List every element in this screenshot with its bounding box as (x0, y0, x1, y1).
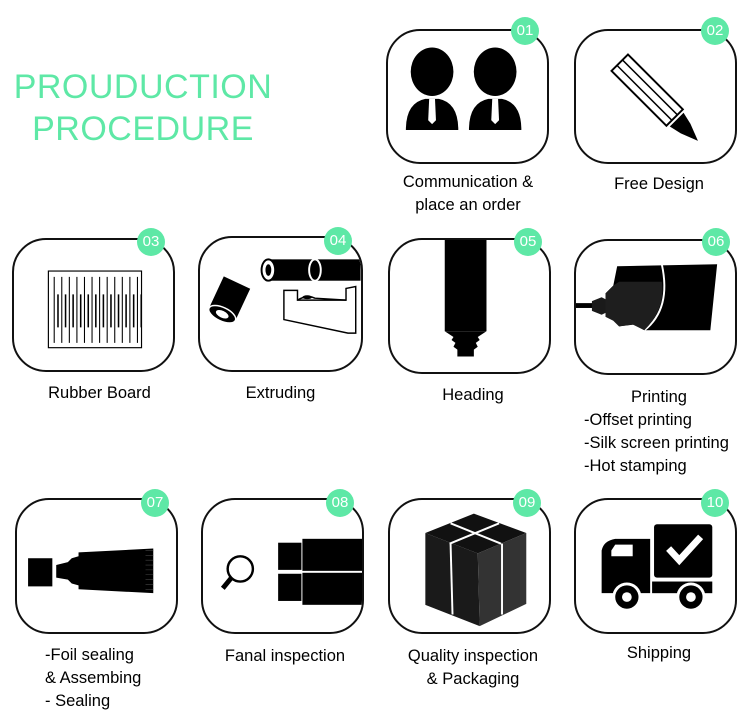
step-04-badge: 04 (324, 227, 352, 255)
extruding-rollers-icon (207, 258, 361, 334)
delivery-truck-icon (601, 524, 713, 612)
step-09-badge: 09 (513, 489, 541, 517)
label-line: Communication & (402, 173, 534, 191)
step-09-label: Quality inspection & Packaging (388, 645, 558, 691)
page-title: PROUDUCTION PROCEDURE (8, 66, 278, 150)
label-line: -Offset printing (584, 411, 692, 429)
label-line: -Hot stamping (584, 457, 687, 475)
label-line: Fanal inspection (224, 647, 346, 665)
step-02-badge: 02 (701, 17, 729, 45)
label-line: Shipping (626, 644, 692, 662)
step-01-label: Communication & place an order (380, 171, 556, 217)
step-07-badge: 07 (141, 489, 169, 517)
printing-tube-icon (576, 264, 718, 332)
step-08-badge: 08 (326, 489, 354, 517)
step-02-frame (574, 29, 737, 164)
step-08-frame (201, 498, 364, 634)
label-line: -Foil sealing (45, 646, 134, 664)
label-line: - Sealing (45, 692, 111, 710)
label-line: & Assembing (45, 669, 142, 687)
magnifier-inspection-icon (220, 538, 362, 605)
label-line: Heading (442, 386, 504, 404)
label-line: -Silk screen printing (584, 434, 729, 452)
step-06-frame (574, 239, 737, 375)
step-08-label: Fanal inspection (205, 645, 365, 668)
tube-heading-icon (444, 240, 487, 357)
label-line: & Packaging (426, 670, 520, 688)
step-10-badge: 10 (701, 489, 729, 517)
step-09-frame (388, 498, 551, 634)
business-people-icon (405, 47, 522, 130)
step-10-frame (574, 498, 737, 634)
step-02-label: Free Design (574, 173, 744, 196)
label-line: Rubber Board (48, 384, 151, 402)
step-04-label: Extruding (198, 382, 363, 405)
step-07-frame (15, 498, 178, 634)
title-line-1: PROUDUCTION (13, 68, 273, 106)
step-01-frame (386, 29, 549, 164)
sealed-tube-icon (28, 548, 154, 594)
step-04-frame (198, 236, 363, 372)
step-03-frame (12, 238, 175, 372)
step-06-label: Printing -Offset printing -Silk screen p… (584, 386, 750, 478)
step-05-label: Heading (388, 384, 558, 407)
step-03-label: Rubber Board (12, 382, 187, 405)
pen-icon (610, 53, 698, 141)
package-box-icon (425, 513, 527, 627)
step-03-badge: 03 (137, 228, 165, 256)
step-01-badge: 01 (511, 17, 539, 45)
title-line-2: PROCEDURE (32, 110, 254, 148)
step-10-label: Shipping (574, 642, 744, 665)
label-line: place an order (415, 196, 521, 214)
label-line: Free Design (614, 175, 704, 193)
label-line: Extruding (245, 384, 316, 402)
step-05-badge: 05 (514, 228, 542, 256)
step-07-label: -Foil sealing & Assembing - Sealing (45, 644, 185, 713)
step-06-badge: 06 (702, 228, 730, 256)
rubber-board-icon (47, 270, 143, 349)
label-line: Quality inspection (407, 647, 539, 665)
step-05-frame (388, 238, 551, 374)
label-line: Printing (631, 388, 687, 406)
